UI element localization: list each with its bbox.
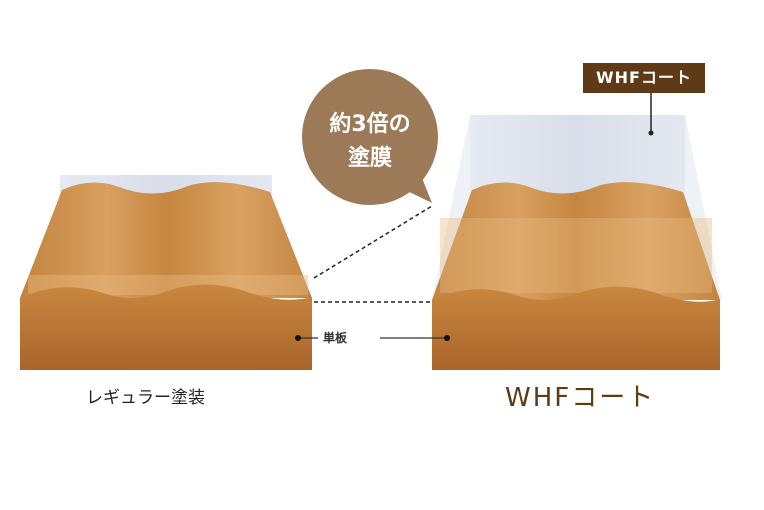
bubble-text: 約3倍の塗膜	[329, 112, 411, 171]
regular-coating-label: レギュラー塗装	[86, 388, 205, 408]
wood-finish-layer	[20, 182, 312, 298]
veneer-label: 単板	[323, 331, 348, 345]
whf-coat-label: WHFコート	[505, 383, 656, 413]
wood-finish-layer	[432, 182, 720, 300]
dashed-guide-diagonal	[313, 205, 433, 279]
pointer-dot	[444, 335, 450, 341]
veneer-layer-right	[432, 286, 720, 370]
veneer-layer-left	[20, 284, 312, 370]
whf-coating-block	[432, 115, 722, 370]
speech-bubble	[302, 69, 438, 205]
whf-coat-tag: WHFコート	[583, 63, 705, 93]
pointer-dot	[295, 335, 301, 341]
regular-coating-block	[20, 175, 312, 370]
pointer-dot	[648, 130, 654, 136]
